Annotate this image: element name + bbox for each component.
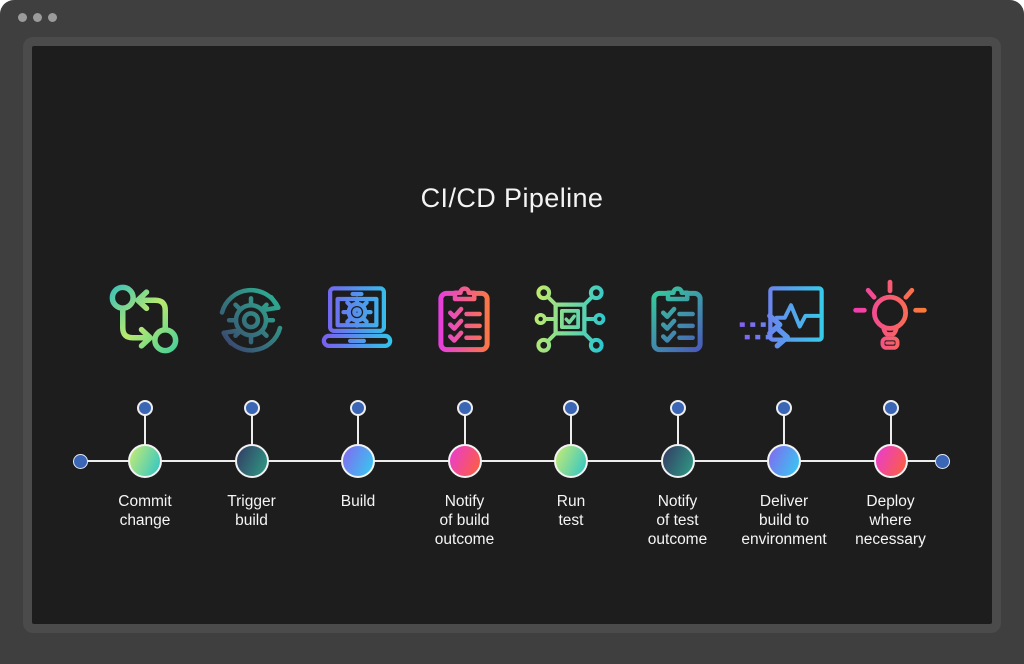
window-control-dot-icon — [32, 12, 42, 22]
step-label: Build — [340, 493, 376, 510]
step-connector — [357, 408, 359, 461]
icons-row — [91, 277, 943, 361]
step-marker-dot — [137, 400, 153, 416]
window-control-dot-icon — [47, 12, 57, 22]
timeline-step: Build — [293, 400, 423, 600]
timeline-line — [78, 460, 944, 462]
step-connector — [144, 408, 146, 461]
monitor-pulse-arrows-icon — [730, 277, 837, 361]
window-titlebar — [0, 0, 1024, 37]
step-marker-dot — [456, 400, 473, 416]
step-node — [447, 444, 482, 478]
diagram-title: CI/CD Pipeline — [420, 183, 604, 213]
timeline-step: Deliver build to environment — [719, 400, 849, 600]
step-label: Notify of test outcome — [647, 493, 708, 549]
timeline-step: Commit change — [80, 400, 210, 600]
laptop-gear-icon — [304, 277, 411, 361]
step-label: Trigger build — [227, 493, 276, 530]
step-connector — [889, 408, 892, 461]
step-marker-dot — [243, 400, 260, 416]
step-node — [660, 444, 695, 478]
step-marker-dot — [776, 400, 792, 416]
step-connector — [570, 408, 572, 461]
step-connector — [783, 408, 785, 461]
timeline-step: Notify of test outcome — [613, 400, 743, 600]
timeline-end-dot — [934, 453, 950, 469]
timeline-step: Trigger build — [187, 400, 317, 600]
timeline-step: Deploy where necessary — [826, 400, 956, 600]
step-marker-dot — [350, 400, 366, 416]
step-label: Commit change — [118, 493, 172, 530]
window-control-dot-icon — [17, 12, 27, 22]
lightbulb-icon — [837, 277, 944, 361]
step-label: Run test — [556, 493, 586, 530]
step-node — [873, 444, 908, 478]
diagram-canvas: CI/CD Pipeline — [32, 46, 992, 624]
step-connector — [463, 408, 466, 461]
step-node — [767, 444, 801, 478]
step-node — [554, 444, 588, 478]
step-marker-dot — [669, 400, 686, 416]
step-label: Deploy where necessary — [855, 493, 926, 549]
step-connector — [250, 408, 253, 461]
clipboard-checklist-icon — [624, 277, 731, 361]
timeline-end-dot — [72, 453, 88, 469]
step-node — [234, 444, 269, 478]
chip-check-icon — [517, 277, 624, 361]
git-compare-icon — [91, 277, 198, 361]
step-marker-dot — [882, 400, 899, 416]
step-label: Notify of build outcome — [434, 493, 495, 549]
timeline-step: Run test — [506, 400, 636, 600]
step-marker-dot — [563, 400, 579, 416]
step-node — [341, 444, 375, 478]
clipboard-checklist-icon — [411, 277, 518, 361]
slide-panel: CI/CD Pipeline — [23, 37, 1001, 633]
timeline-step: Notify of build outcome — [400, 400, 530, 600]
step-label: Deliver build to environment — [741, 493, 827, 549]
step-connector — [676, 408, 679, 461]
pipeline-timeline: Commit change Trigger build Build — [32, 46, 992, 624]
step-node — [128, 444, 162, 478]
gear-sync-icon — [198, 277, 305, 361]
